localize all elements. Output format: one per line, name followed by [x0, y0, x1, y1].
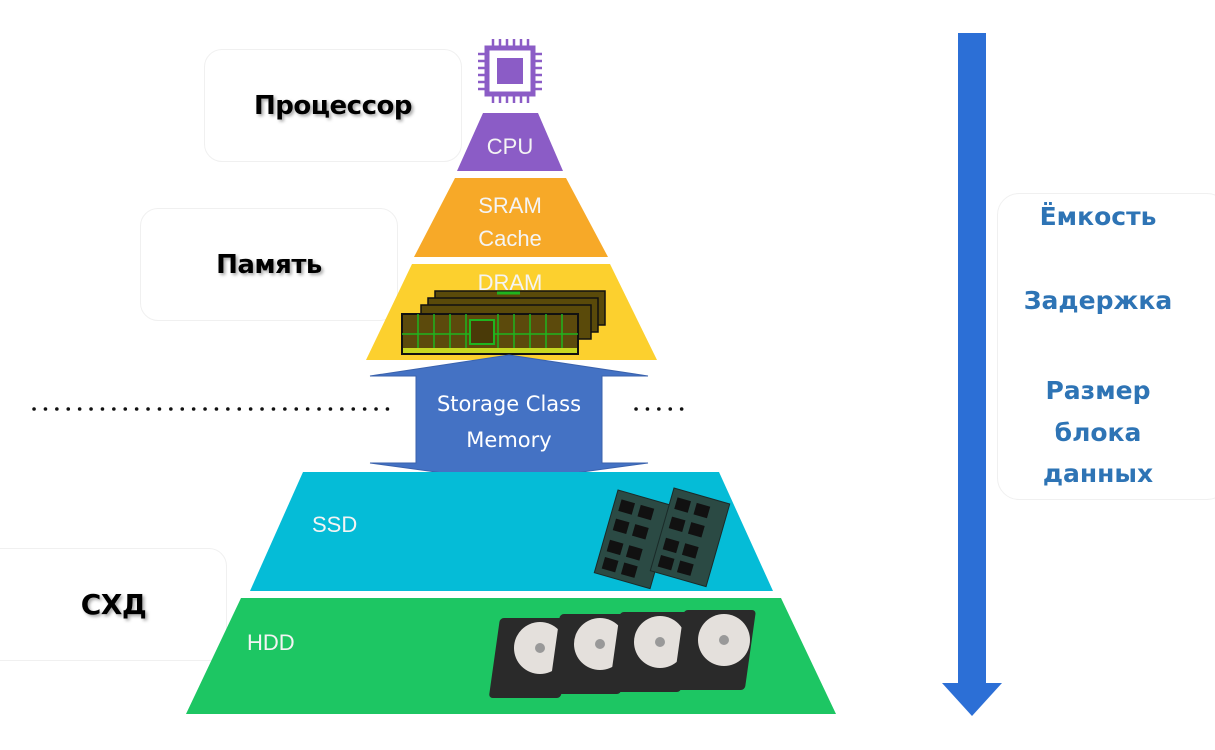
ssd-boards-icon	[593, 487, 731, 590]
memory-label: Память	[216, 249, 322, 280]
scm-label-line2: Memory	[466, 428, 551, 452]
metric-block-size-line3: данных	[1042, 459, 1154, 488]
memory-label-box: Память	[140, 208, 398, 321]
sram-tier	[414, 178, 608, 257]
sram-tier-label-line2: Cache	[478, 226, 542, 251]
cpu-tier	[457, 113, 563, 171]
sram-tier-label-line1: SRAM	[478, 193, 542, 218]
cpu-tier-label: CPU	[487, 134, 533, 159]
storage-label-box: СХД	[0, 548, 227, 661]
hard-drives-icon	[489, 610, 756, 698]
hdd-tier-label: HDD	[247, 630, 295, 655]
scm-double-arrow	[369, 354, 649, 483]
metric-latency: Задержка	[1023, 286, 1173, 315]
processor-label-box: Процессор	[204, 49, 462, 162]
metric-block-size-line1: Размер	[1045, 376, 1151, 405]
down-arrow-icon	[942, 33, 1002, 716]
processor-label: Процессор	[254, 90, 412, 121]
cpu-chip-icon	[478, 39, 542, 103]
metric-capacity: Ёмкость	[1039, 202, 1157, 231]
scm-label-line1: Storage Class	[437, 392, 581, 416]
metrics-box: Ёмкость Задержка Размер блока данных	[997, 193, 1215, 500]
storage-label: СХД	[80, 588, 147, 621]
ram-modules-icon	[401, 290, 606, 355]
ssd-tier-label: SSD	[312, 512, 357, 537]
metric-block-size-line2: блока	[1054, 418, 1142, 447]
